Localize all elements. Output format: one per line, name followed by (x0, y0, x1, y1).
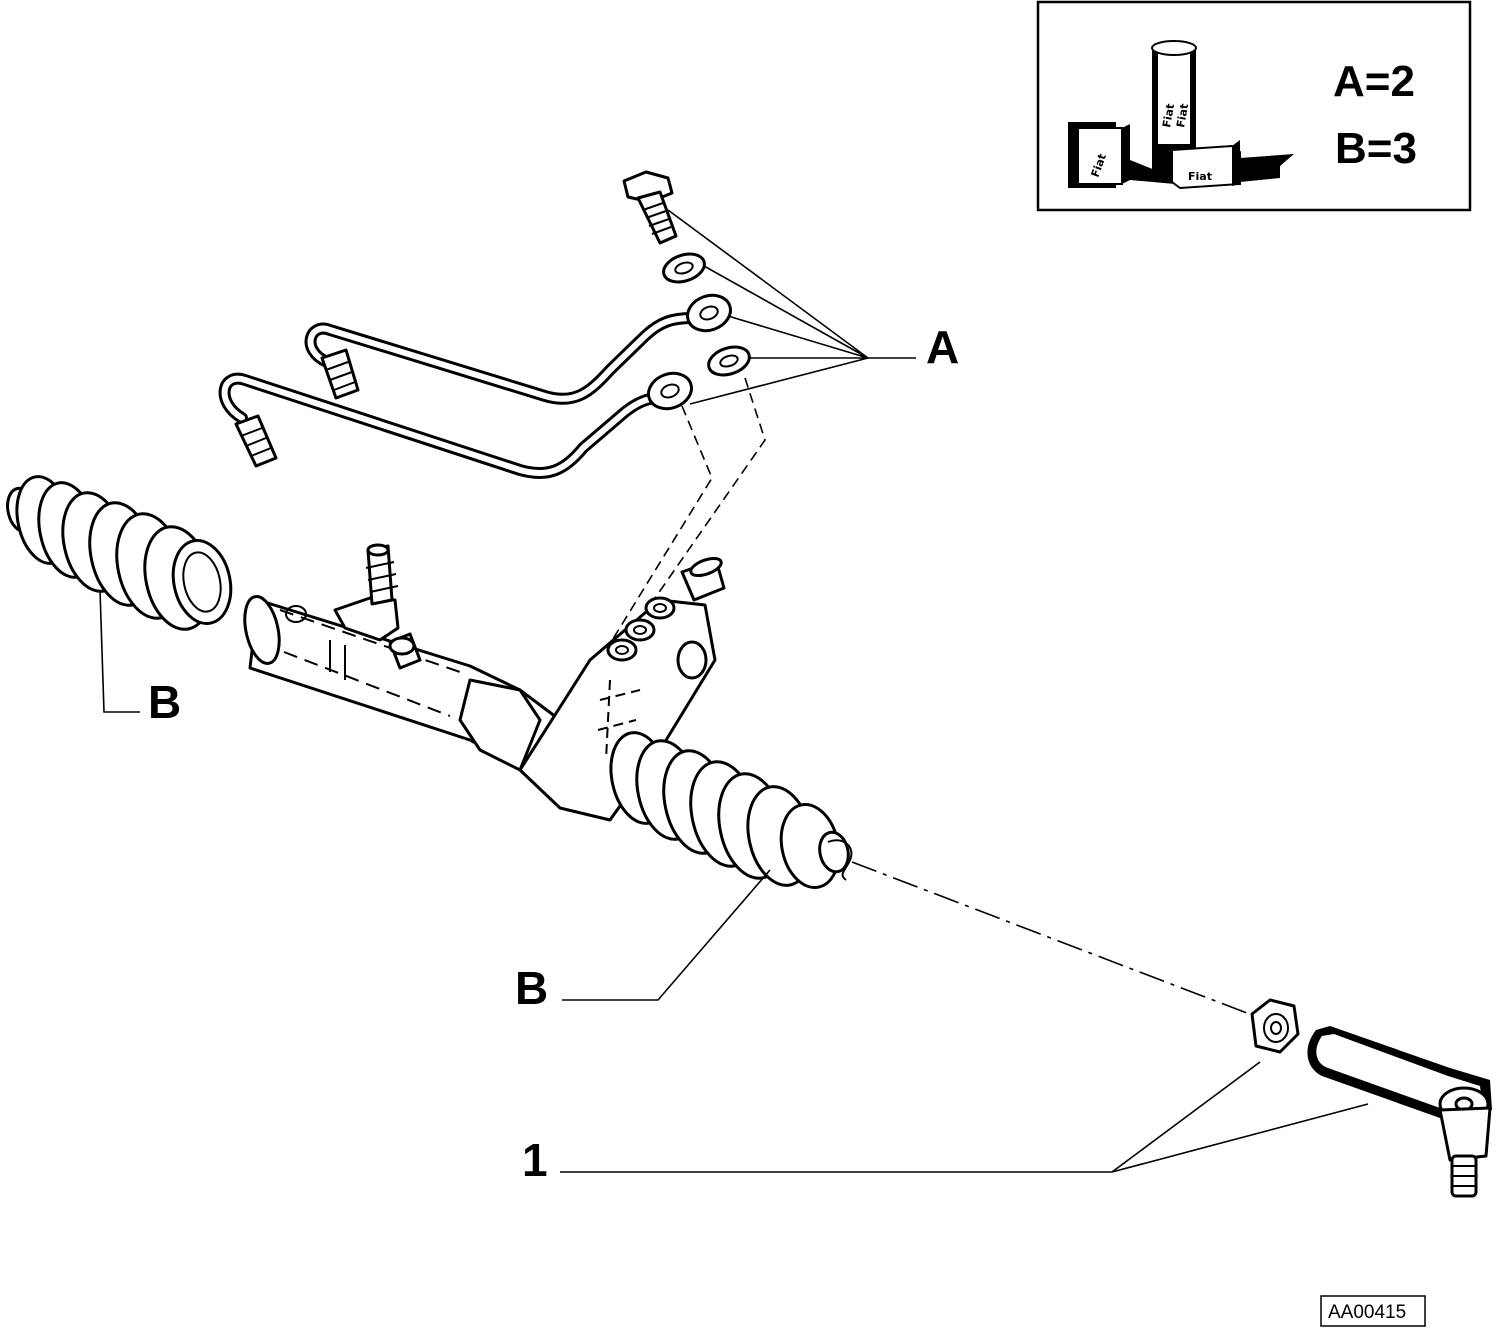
steering-rack-housing (243, 543, 726, 822)
callout-a-leaders (667, 209, 916, 405)
box-right-brand-text: Fiat (1188, 170, 1212, 183)
assembly-line (599, 405, 713, 661)
legend-line-a: A=2 (1333, 57, 1415, 106)
sealing-washer (662, 252, 706, 284)
callout-1-leader (560, 1061, 1369, 1173)
callout-label-a: A (926, 321, 959, 373)
hydraulic-pipe-upper (304, 293, 732, 405)
bellows-boot-left (6, 475, 233, 631)
banjo-bolt (622, 170, 678, 245)
callout-label-1: 1 (522, 1134, 548, 1186)
can-brand-text-2: Fiat (1174, 103, 1191, 129)
bellows-boot-right (609, 731, 853, 889)
assembly-line (629, 377, 766, 635)
can-brand-text-1: Fiat (1160, 103, 1177, 129)
drawing-code-box: AA00415 (1320, 1295, 1426, 1327)
callout-b-right-leader (562, 869, 771, 1001)
callout-b-left-leader (99, 589, 140, 713)
hydraulic-pipe-lower (218, 371, 693, 479)
sealant-products-icon: Fiat Fiat Fiat Fiat (1068, 40, 1294, 190)
tie-rod-nut (1250, 998, 1300, 1054)
callout-label-b-right: B (515, 962, 548, 1014)
callout-label-b-left: B (148, 676, 181, 728)
assembly-axis-line (851, 861, 1261, 1019)
sealant-legend-box: Fiat Fiat Fiat Fiat A=2 B=3 (1036, 0, 1472, 212)
tie-rod-end (1307, 1026, 1492, 1198)
sealing-washer (707, 345, 751, 377)
drawing-code: AA00415 (1328, 1302, 1406, 1323)
legend-line-b: B=3 (1335, 124, 1417, 173)
